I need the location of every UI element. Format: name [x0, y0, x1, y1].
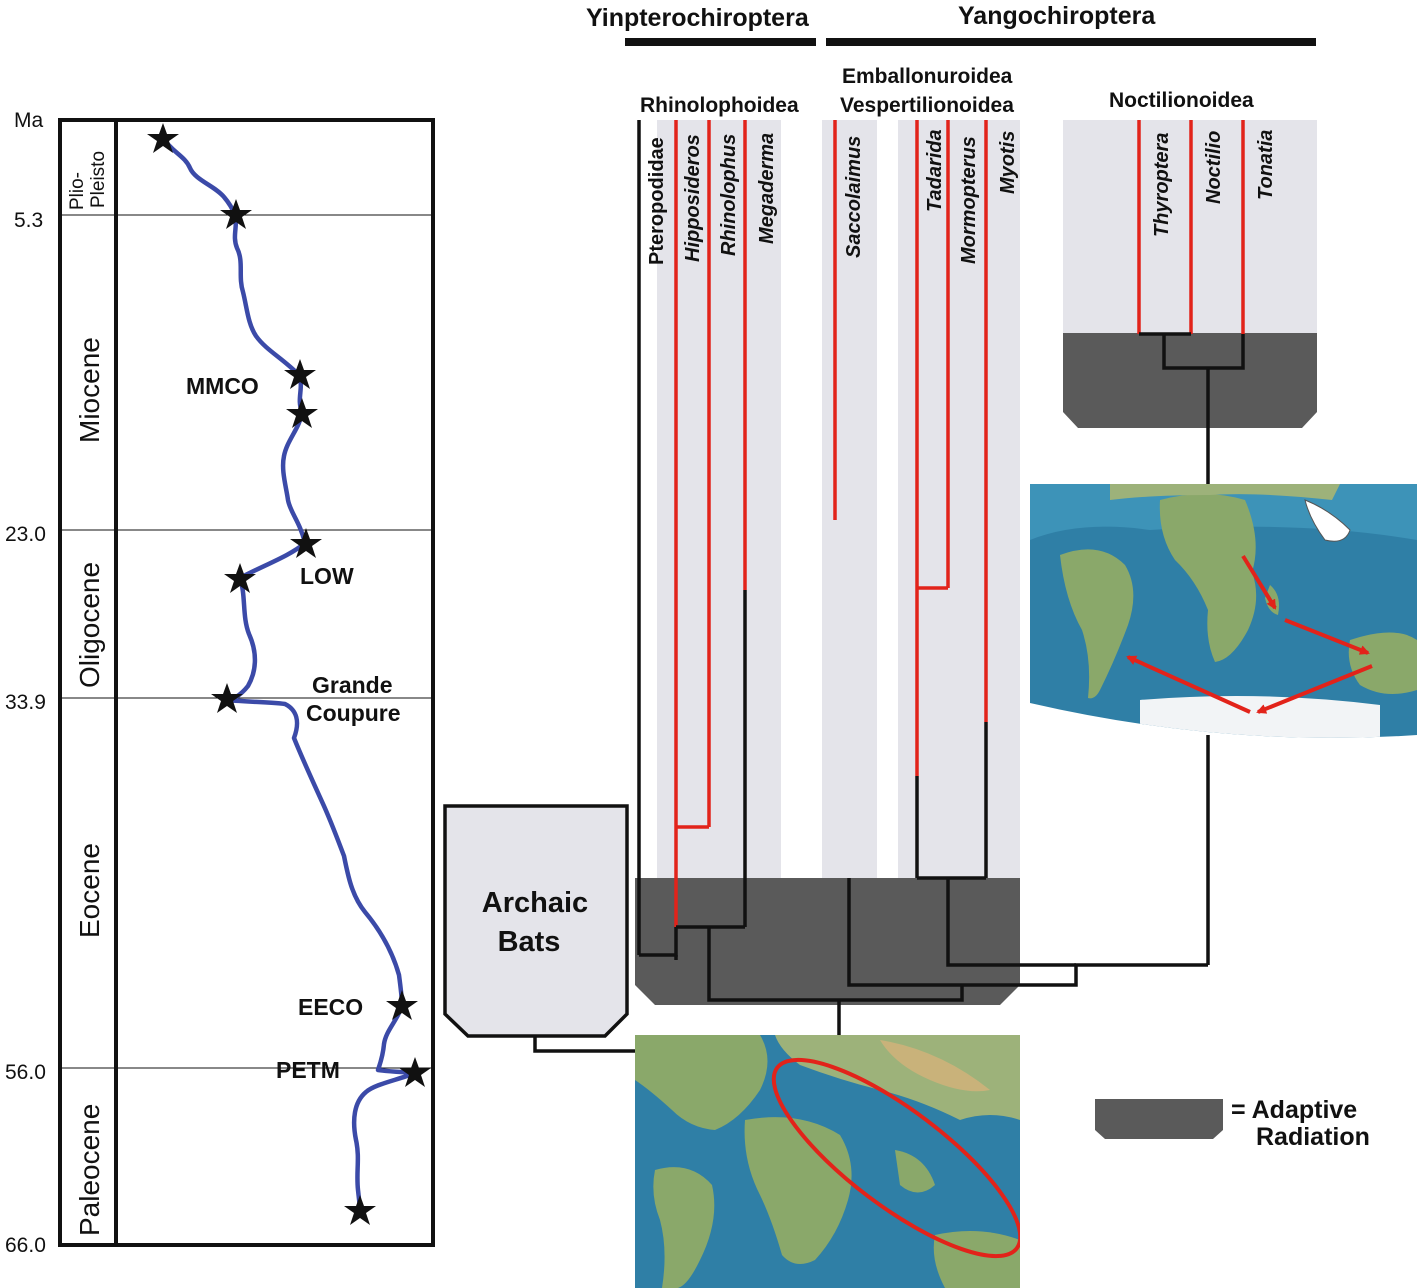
- dispersal-arrow: [1284, 618, 1370, 655]
- node-root: [707, 927, 964, 1002]
- taxon-label: Thyroptera: [1151, 133, 1173, 237]
- band-emballonuroidea: [822, 120, 877, 880]
- epoch-label: Plio-: [67, 172, 88, 210]
- taxon-label: Tonatia: [1255, 130, 1277, 200]
- landmass-south-america: [653, 1167, 715, 1288]
- climate-event-label: MMCO: [186, 373, 259, 399]
- star-marker: [290, 528, 322, 558]
- legend: = Adaptive Radiation: [1095, 1096, 1370, 1151]
- clade-bar: [826, 38, 1316, 46]
- star-marker: [211, 683, 243, 713]
- taxon-label: Tadarida: [924, 129, 946, 212]
- star-marker: [147, 123, 179, 153]
- climate-event-label: Grande: [312, 672, 393, 698]
- taxon-label: Noctilio: [1203, 131, 1225, 204]
- landmass-africa: [1159, 494, 1257, 662]
- group-label-vespertilionoidea: Vespertilionoidea: [840, 94, 1014, 117]
- ice-patch: [1304, 499, 1351, 542]
- group-label-noctilionoidea: Noctilionoidea: [1109, 89, 1254, 112]
- taxon-label: Saccolaimus: [843, 136, 865, 258]
- landmass-india: [895, 1150, 935, 1193]
- time-unit-label: Ma: [14, 109, 43, 132]
- star-marker: [220, 199, 252, 229]
- climate-event-label: PETM: [276, 1057, 340, 1083]
- landmass-eurasia: [1110, 484, 1340, 500]
- climate-event-label: Coupure: [306, 700, 401, 726]
- archaic-bats-box: Archaic Bats: [443, 804, 629, 1038]
- dispersal-arrow: [1126, 655, 1251, 714]
- landmass-north-america: [635, 1035, 768, 1130]
- star-marker: [386, 990, 418, 1020]
- taxon-label: Pteropodidae: [646, 137, 668, 265]
- group-label-emballonuroidea: Emballonuroidea: [842, 65, 1013, 88]
- adaptive-radiation-block-noctilionoidea: [1063, 333, 1317, 428]
- legend-label: Radiation: [1256, 1123, 1370, 1151]
- archaic-bats-label: Bats: [498, 926, 561, 958]
- dispersal-arrow: [1256, 664, 1373, 714]
- epoch-label: Oligocene: [74, 562, 105, 688]
- age-tick-label: 5.3: [14, 209, 43, 232]
- star-marker: [284, 359, 316, 389]
- adaptive-radiation-block-main: [635, 878, 1020, 1005]
- phylogenetic-tree: [533, 120, 1245, 1053]
- landmass-australia: [933, 1231, 1020, 1288]
- legend-label: = Adaptive: [1231, 1096, 1357, 1124]
- archaic-bats-shape: [443, 804, 629, 1038]
- landmass-antarctica: [1140, 696, 1380, 738]
- landmass-eurasia: [775, 1035, 1020, 1120]
- dispersal-arrow: [1241, 554, 1277, 610]
- star-marker: [286, 398, 318, 428]
- highland: [880, 1040, 990, 1092]
- age-tick-label: 56.0: [5, 1061, 46, 1084]
- taxon-label: Myotis: [997, 131, 1019, 194]
- taxon-labels: Pteropodidae Hipposideros Rhinolophus Me…: [646, 129, 1277, 265]
- node-vesper-link: [946, 878, 1076, 967]
- taxon-label: Megaderma: [756, 133, 778, 244]
- star-marker: [399, 1057, 431, 1087]
- taxon-label: Hipposideros: [682, 134, 704, 262]
- clade-bar: [625, 38, 816, 46]
- taxon-label: Mormopterus: [958, 136, 980, 264]
- group-label-rhinolophoidea: Rhinolophoidea: [640, 94, 799, 117]
- climate-event-label: EECO: [298, 994, 363, 1020]
- highlight-ellipse: [771, 1057, 1020, 1259]
- paleogeographic-map-upper: [1030, 484, 1417, 738]
- star-marker: [344, 1195, 376, 1225]
- archaic-bats-label: Archaic: [482, 887, 588, 919]
- epoch-label: Paleocene: [74, 1104, 105, 1236]
- landmass-africa: [744, 1117, 852, 1264]
- age-tick-label: 66.0: [5, 1234, 46, 1257]
- legend-swatch-adaptive-radiation: [1095, 1099, 1223, 1139]
- paleogeographic-map-lower: [635, 1035, 1020, 1288]
- node-noctilionoidea: [1162, 334, 1245, 370]
- landmass-south-america: [1060, 549, 1134, 699]
- epoch-label: Pleisto: [88, 151, 109, 208]
- clade-label-yinpterochiroptera: Yinpterochiroptera: [586, 4, 810, 32]
- timescale-panel: Ma 5.3 23.0 33.9 56.0 66.0 Plio- Pleisto…: [5, 109, 435, 1257]
- clade-label-yangochiroptera: Yangochiroptera: [958, 2, 1156, 30]
- taxon-label: Rhinolophus: [718, 134, 740, 256]
- node-yangochiroptera: [847, 878, 1208, 987]
- climate-event-label: LOW: [300, 563, 354, 589]
- climate-curve: [161, 136, 418, 1209]
- archaic-connector: [533, 1035, 639, 1053]
- epoch-label: Miocene: [74, 337, 105, 443]
- age-tick-label: 23.0: [5, 523, 46, 546]
- age-tick-label: 33.9: [5, 691, 46, 714]
- clade-headers: Yinpterochiroptera Yangochiroptera Rhino…: [586, 2, 1316, 117]
- star-marker: [224, 563, 256, 593]
- epoch-label: Eocene: [74, 843, 105, 938]
